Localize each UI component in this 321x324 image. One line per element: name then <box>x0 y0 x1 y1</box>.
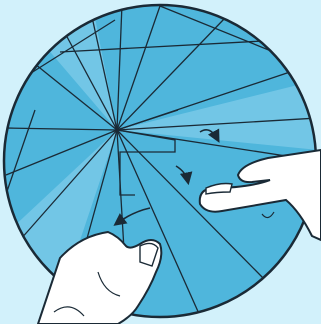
illustration-stage <box>0 0 321 324</box>
folded-disc-illustration <box>0 0 321 324</box>
